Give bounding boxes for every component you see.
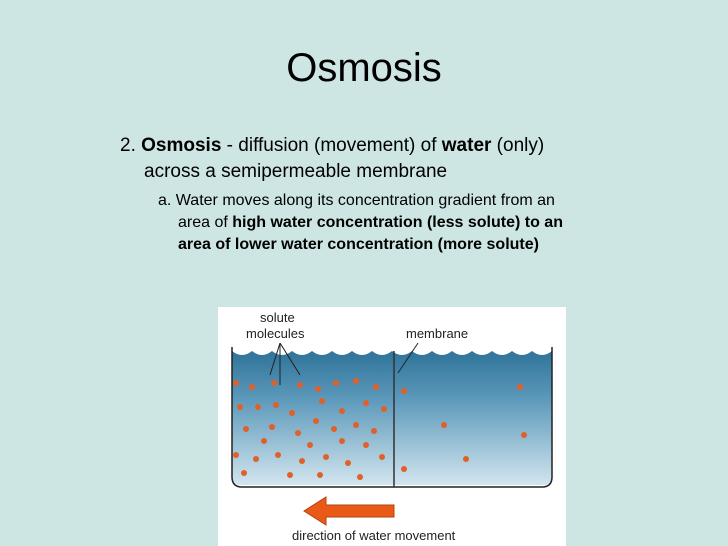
solute-molecule bbox=[275, 452, 281, 458]
slide-title: Osmosis bbox=[286, 46, 442, 90]
solute-molecule bbox=[313, 418, 319, 424]
solute-molecule bbox=[339, 438, 345, 444]
label-membrane: membrane bbox=[406, 326, 468, 341]
solute-molecule bbox=[297, 382, 303, 388]
solute-molecule bbox=[253, 456, 259, 462]
pointer-solute-1 bbox=[269, 342, 281, 376]
label-pointers bbox=[269, 342, 419, 385]
solute-molecule bbox=[315, 386, 321, 392]
sub-bullet-area-of: area of bbox=[178, 214, 233, 231]
bullet-number: 2. bbox=[120, 135, 136, 156]
solute-molecule bbox=[299, 458, 305, 464]
definition-line-2: across a semipermeable membrane bbox=[144, 161, 448, 182]
sub-bullet-gradient: a. Water moves along its concentration g… bbox=[158, 190, 678, 256]
osmosis-diagram: solute molecules membrane bbox=[218, 307, 566, 546]
solute-molecule bbox=[381, 406, 387, 412]
solute-molecule bbox=[233, 452, 239, 458]
solute-molecule bbox=[517, 384, 523, 390]
label-solute: solute bbox=[260, 310, 295, 325]
solute-molecule bbox=[233, 380, 239, 386]
solute-molecule bbox=[287, 472, 293, 478]
solute-molecule bbox=[463, 456, 469, 462]
solute-molecule bbox=[353, 422, 359, 428]
solute-molecule bbox=[241, 470, 247, 476]
bullet-osmosis-definition: 2. Osmosis - diffusion (movement) of wat… bbox=[120, 133, 680, 185]
solute-molecule bbox=[363, 400, 369, 406]
solute-molecule bbox=[521, 432, 527, 438]
solute-molecule bbox=[269, 424, 275, 430]
solute-molecule bbox=[307, 442, 313, 448]
solute-molecule bbox=[401, 388, 407, 394]
solute-molecule bbox=[353, 378, 359, 384]
direction-arrow bbox=[303, 496, 395, 526]
solute-molecule bbox=[357, 474, 363, 480]
solute-molecule bbox=[331, 426, 337, 432]
solute-molecule bbox=[317, 472, 323, 478]
solute-molecule bbox=[339, 408, 345, 414]
water-body bbox=[232, 351, 552, 485]
solute-molecule bbox=[323, 454, 329, 460]
pointer-membrane bbox=[397, 342, 419, 374]
solute-molecule bbox=[319, 398, 325, 404]
solute-molecule bbox=[273, 402, 279, 408]
solute-molecule bbox=[379, 454, 385, 460]
label-molecules: molecules bbox=[246, 326, 305, 341]
solute-molecule bbox=[271, 380, 277, 386]
label-direction: direction of water movement bbox=[292, 528, 456, 543]
sub-bullet-bold-1: high water concentration (less solute) t… bbox=[232, 214, 563, 231]
solute-molecule bbox=[249, 384, 255, 390]
solute-molecule bbox=[255, 404, 261, 410]
container-outline bbox=[231, 347, 553, 488]
solute-molecule bbox=[289, 410, 295, 416]
term-osmosis: Osmosis bbox=[141, 135, 222, 156]
pointer-solute-3 bbox=[279, 342, 301, 376]
solute-molecule bbox=[345, 460, 351, 466]
term-water: water bbox=[441, 135, 492, 156]
solute-molecule bbox=[401, 466, 407, 472]
osmosis-diagram-svg: solute molecules membrane bbox=[231, 310, 553, 543]
solute-molecule bbox=[295, 430, 301, 436]
solute-molecule bbox=[237, 404, 243, 410]
solute-molecule bbox=[243, 426, 249, 432]
definition-text-2: (only) bbox=[491, 135, 545, 156]
definition-text: - diffusion (movement) of bbox=[221, 135, 442, 156]
solute-molecules bbox=[233, 378, 527, 480]
sub-bullet-bold-2: area of lower water concentration (more … bbox=[178, 236, 539, 253]
solute-molecule bbox=[363, 442, 369, 448]
solute-molecule bbox=[333, 380, 339, 386]
solute-molecule bbox=[261, 438, 267, 444]
solute-molecule bbox=[373, 384, 379, 390]
solute-molecule bbox=[441, 422, 447, 428]
sub-bullet-text: a. Water moves along its concentration g… bbox=[158, 192, 555, 209]
solute-molecule bbox=[371, 428, 377, 434]
